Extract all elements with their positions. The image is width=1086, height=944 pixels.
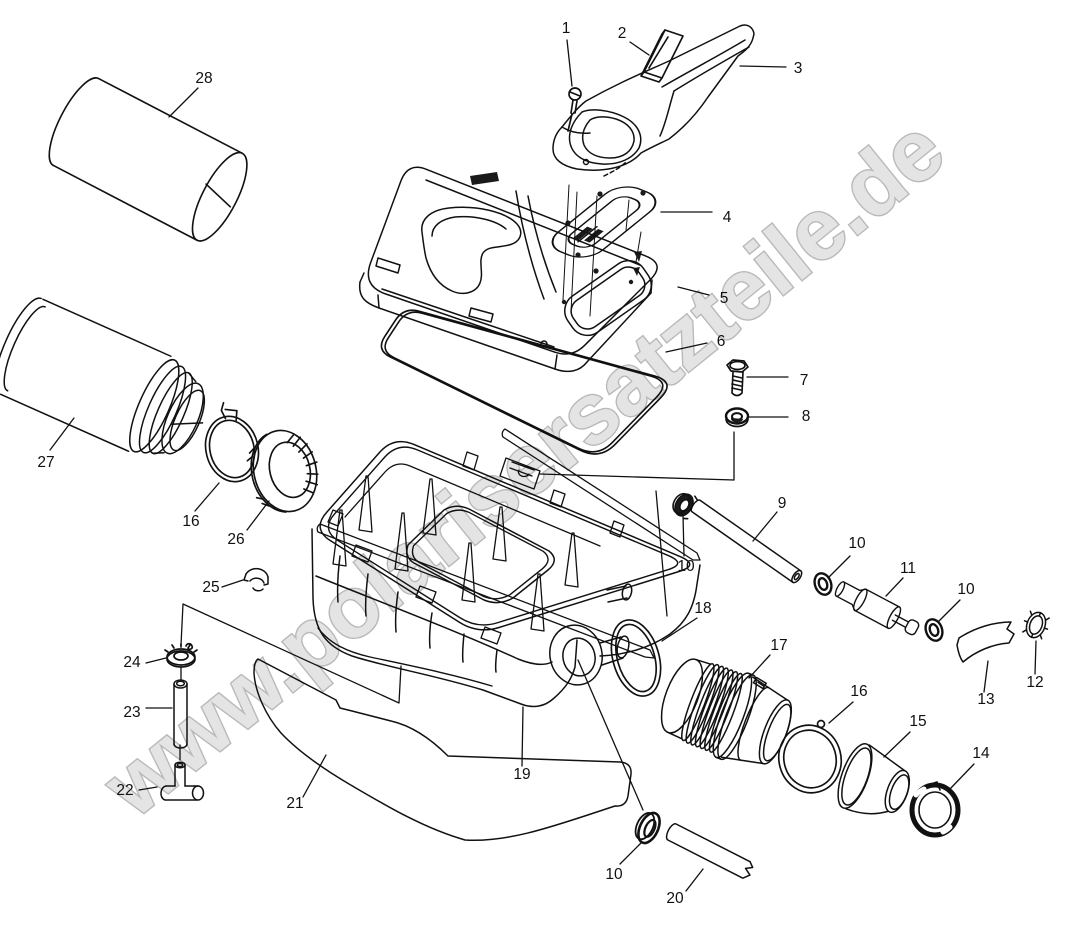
svg-text:5: 5 [720,290,729,307]
svg-text:10: 10 [957,581,975,598]
svg-text:20: 20 [666,890,684,907]
svg-text:7: 7 [800,372,809,389]
svg-text:9: 9 [778,495,787,512]
svg-text:3: 3 [794,60,803,77]
svg-text:4: 4 [723,209,732,226]
svg-text:22: 22 [116,782,133,799]
svg-text:10: 10 [677,558,695,575]
svg-text:17: 17 [770,637,787,654]
svg-text:23: 23 [123,704,140,721]
svg-text:18: 18 [694,600,711,617]
svg-text:27: 27 [37,454,54,471]
svg-text:16: 16 [182,513,199,530]
svg-text:10: 10 [848,535,866,552]
svg-text:28: 28 [195,70,212,87]
svg-text:12: 12 [1026,674,1043,691]
svg-text:24: 24 [123,654,141,671]
svg-text:25: 25 [202,579,219,596]
svg-text:15: 15 [909,713,926,730]
svg-text:13: 13 [977,691,994,708]
svg-text:14: 14 [972,745,990,762]
svg-text:1: 1 [562,20,571,37]
svg-text:26: 26 [227,531,244,548]
svg-text:21: 21 [286,795,303,812]
svg-text:8: 8 [802,408,811,425]
svg-text:11: 11 [900,560,916,577]
svg-text:10: 10 [605,866,623,883]
svg-text:6: 6 [717,333,726,350]
svg-text:2: 2 [618,25,627,42]
svg-text:19: 19 [513,766,530,783]
svg-text:16: 16 [850,683,867,700]
